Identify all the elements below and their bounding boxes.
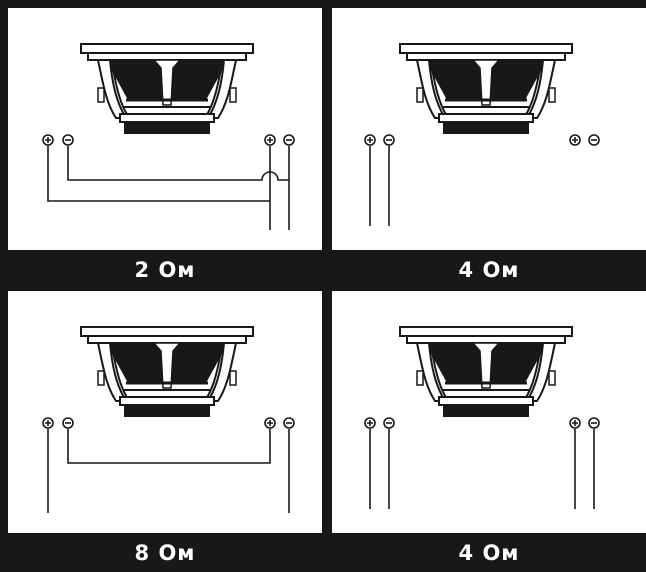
terminal-plus-icon — [264, 417, 276, 429]
panel-8-ohm: 8 Ом — [8, 291, 322, 572]
panel-4-ohm-single: 4 Ом — [332, 8, 646, 289]
terminal-plus-icon — [42, 134, 54, 146]
panel-art — [332, 8, 646, 250]
terminal-plus-icon — [569, 134, 581, 146]
panel-4-ohm-dual: 4 Ом — [332, 291, 646, 572]
wiring-lines — [369, 429, 595, 509]
terminal-plus-icon — [364, 134, 376, 146]
subwoofer-icon — [398, 42, 574, 136]
impedance-label: 4 Ом — [332, 250, 646, 289]
terminal-minus-icon — [62, 417, 74, 429]
terminal-plus-icon — [569, 417, 581, 429]
terminal-minus-icon — [588, 134, 600, 146]
subwoofer-icon — [79, 325, 255, 419]
terminal-minus-icon — [283, 134, 295, 146]
panel-2-ohm: 2 Ом — [8, 8, 322, 289]
subwoofer-icon — [398, 325, 574, 419]
impedance-label: 8 Ом — [8, 533, 322, 572]
terminal-plus-icon — [364, 417, 376, 429]
terminal-minus-icon — [383, 417, 395, 429]
terminal-plus-icon — [42, 417, 54, 429]
wiring-lines — [369, 146, 390, 226]
terminal-minus-icon — [62, 134, 74, 146]
wiring-lines — [47, 146, 290, 230]
terminal-minus-icon — [588, 417, 600, 429]
panel-art — [8, 8, 322, 250]
panel-art — [8, 291, 322, 533]
impedance-label: 4 Ом — [332, 533, 646, 572]
panel-art — [332, 291, 646, 533]
terminal-minus-icon — [283, 417, 295, 429]
subwoofer-icon — [79, 42, 255, 136]
terminal-minus-icon — [383, 134, 395, 146]
impedance-label: 2 Ом — [8, 250, 322, 289]
terminal-plus-icon — [264, 134, 276, 146]
wiring-lines — [47, 429, 290, 513]
